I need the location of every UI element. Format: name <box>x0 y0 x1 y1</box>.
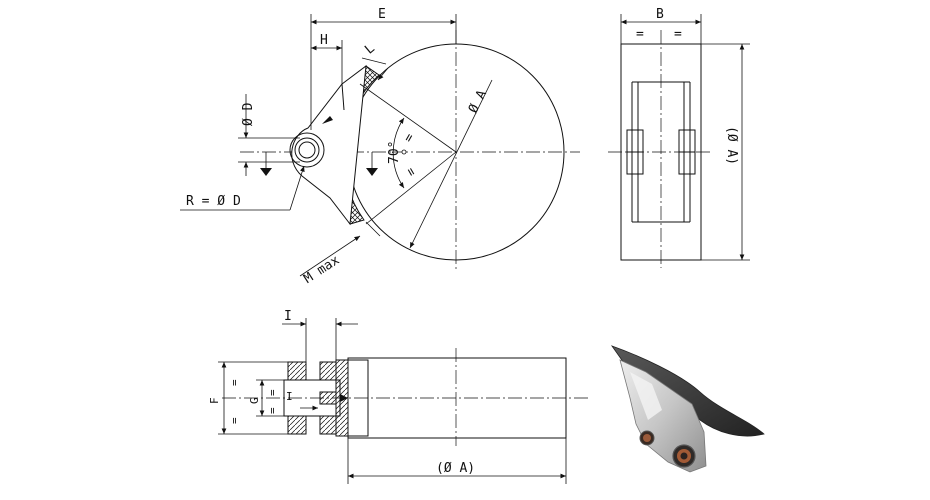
angle-arc <box>392 117 405 189</box>
dim-l-label: L <box>362 41 378 58</box>
photo-hole-right-core <box>680 452 688 460</box>
datum-right-triangle <box>366 168 378 176</box>
side-view: 70° = = Ø A E H L Ø D R = Ø D <box>180 7 580 287</box>
m-max-leader <box>299 235 361 277</box>
top-lug-upper-left <box>287 361 307 381</box>
dim-e-label: E <box>378 7 386 22</box>
dim-b-label: B <box>656 7 664 22</box>
equal-mark-upper: = <box>401 131 418 145</box>
m-max-tick <box>365 221 381 237</box>
dim-f-equal-top: = <box>228 379 241 386</box>
holder-edge-line <box>341 83 345 111</box>
product-photo <box>610 345 765 473</box>
top-pin-center-block <box>319 391 337 405</box>
dim-l-arrow <box>377 67 389 81</box>
datum-left-triangle <box>260 168 272 176</box>
dim-g-label: G <box>248 397 261 404</box>
pin-boss-outer <box>289 132 325 168</box>
holder-mark <box>322 116 333 124</box>
dim-i-mid-label: I <box>286 390 293 403</box>
dim-i-top-label: I <box>284 309 292 324</box>
dim-phi-a-label: (Ø A) <box>724 126 739 165</box>
equal-mark-lower: = <box>403 164 420 178</box>
angle-ray-lower <box>365 151 457 225</box>
dim-g-equal-bottom: = <box>266 407 279 414</box>
top-lug-lower-right <box>319 415 337 435</box>
top-lug-upper-right <box>319 361 337 381</box>
photo-hole-left-bushing <box>643 434 651 442</box>
dim-phi-a-bottom-label: (Ø A) <box>436 461 475 476</box>
angle-label: 70° <box>387 141 402 164</box>
top-lug-lower-left <box>287 415 307 435</box>
dim-b-equal-right: = <box>674 27 682 42</box>
dim-l-line <box>361 57 387 65</box>
photo-holder-highlight <box>630 372 662 420</box>
top-pin-arrow <box>340 394 348 402</box>
pin-boss-inner <box>298 141 316 159</box>
m-max-label: M max <box>301 253 342 287</box>
radius-leader-b <box>289 165 305 211</box>
dim-d-label: Ø D <box>241 102 256 126</box>
dim-h-label: H <box>320 33 328 48</box>
angle-center-dot <box>401 149 407 155</box>
dim-g-equal-top: = <box>266 389 279 396</box>
dim-f-label: F <box>208 397 221 404</box>
dim-b-equal-left: = <box>636 27 644 42</box>
pin-boss-mid <box>294 137 320 163</box>
angle-ray-upper <box>359 83 457 153</box>
radius-label: R = Ø D <box>186 194 241 209</box>
tooth-holder-body <box>291 64 367 226</box>
dim-f-equal-bottom: = <box>228 417 241 424</box>
front-view: B = = (Ø A) <box>608 7 750 268</box>
phi-a-leader <box>409 79 493 249</box>
top-view: I F = = G = = I (Ø A) <box>208 309 590 484</box>
